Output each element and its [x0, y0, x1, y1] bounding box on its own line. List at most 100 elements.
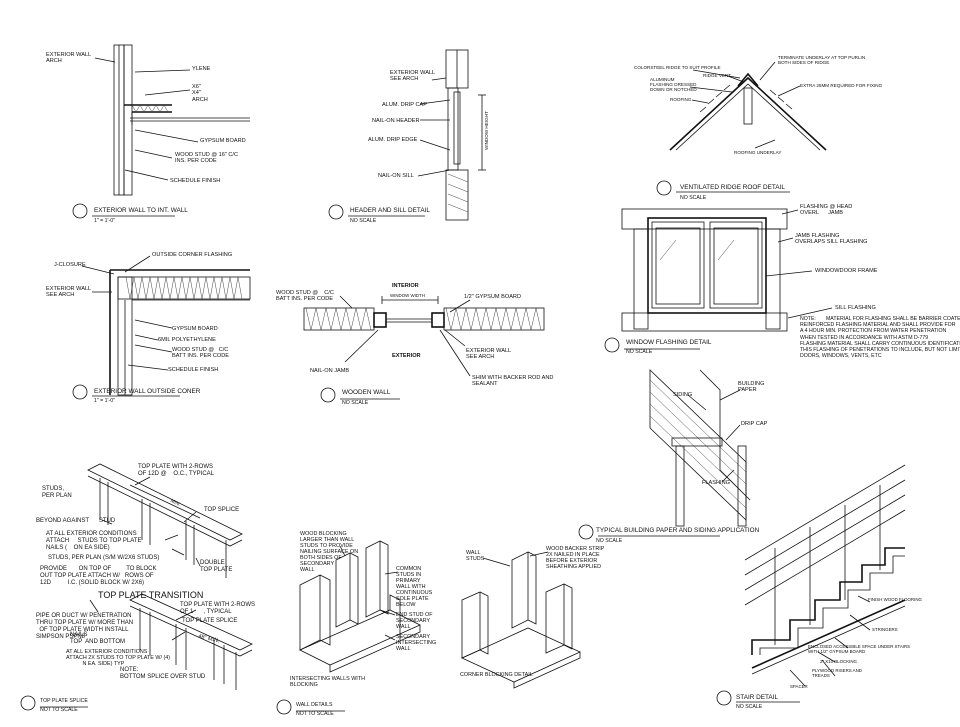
walldet-caption-corner: CORNER BLOCKING DETAIL: [460, 672, 533, 678]
topplate-label-provide: PROVIDE ON TOP OF TO BLOCK OUT TOP PLATE…: [40, 566, 157, 586]
siding-label-paper: BUILDING PAPER: [738, 381, 765, 394]
ext-int-label-gypsum: GYPSUM BOARD: [200, 138, 246, 144]
topplate-label-studs: STUDS, PER PLAN: [42, 486, 72, 499]
topplate-label-top-splice: TOP SPLICE: [204, 507, 240, 513]
ridge-label-underlay: ROOFING UNDERLAY: [734, 150, 782, 155]
wooden-label-stud: WOOD STUD @ C/C BATT INS. PER CODE: [276, 290, 334, 303]
topplate-transition-heading: TOP PLATE TRANSITION: [98, 590, 204, 600]
corner-label-gypsum: GYPSUM BOARD: [172, 326, 218, 332]
topplate-title: TOP PLATE SPLICE: [40, 698, 88, 704]
ext-int-label-exterior-wall: EXTERIOR WALL ARCH: [46, 52, 92, 65]
ridge-label-aluminum: ALUMINUM FLASHING DRESSED DOWN OR NOTCHE…: [650, 77, 697, 92]
ridge-label-colorsteel: COLORSTEEL RIDGE TO SUIT PROFILE: [634, 65, 721, 70]
window-label-jamb: JAMB FLASHING OVERLAPS SILL FLASHING: [795, 233, 868, 246]
topplate-label-ext-cond: AT ALL EXTERIOR CONDITIONS ATTACH STUDS …: [46, 531, 142, 551]
ridge-label-extra: EXTRA 25MM REQUIRED FOR FIXING: [800, 83, 883, 88]
siding-label-flashing: FLASHING: [702, 480, 730, 486]
corner-label-exterior-wall: EXTERIOR WALL SEE ARCH: [46, 286, 92, 299]
stair-scale: NO SCALE: [736, 704, 763, 710]
corner-scale: 1" = 1'-0": [94, 398, 115, 404]
ext-int-label-stud: WOOD STUD @ 16" C/C INS. PER CODE: [175, 152, 238, 165]
header-label-nail-sill: NAIL-ON SILL: [378, 173, 414, 179]
wooden-label-shim: SHIM WITH BACKER ROD AND SEALANT: [472, 375, 554, 388]
header-sill-scale: NO SCALE: [350, 218, 377, 224]
walldet-label-common: COMMON STUDS IN PRIMARY WALL WITH CONTIN…: [396, 566, 433, 608]
ext-int-wall-section: [72, 44, 250, 219]
header-label-exterior-wall: EXTERIOR WALL SEE ARCH: [390, 70, 436, 83]
topplate-label-splice: TOP PLATE SPLICE: [182, 618, 238, 624]
wooden-label-nail-jamb: NAIL-ON JAMB: [310, 368, 350, 374]
stair-label-stringers: STRINGERS: [872, 627, 898, 632]
stair-label-blocking: 2" X10 BLOCKING: [820, 659, 857, 664]
topplate-label-nails: NAILS TOP AND BOTTOM: [70, 632, 126, 645]
ext-int-label-poly: YLENE: [192, 66, 211, 72]
ridge-label-roofing: ROOFING: [670, 97, 692, 102]
header-sill-section: [328, 49, 486, 221]
window-label-frame: WINDOWDOOR FRAME: [815, 268, 878, 274]
corner-label-flashing: OUTSIDE CORNER FLASHING: [152, 252, 233, 258]
stair-label-spacer: SPACER: [790, 684, 808, 689]
walldet-label-blocking: WOOD BLOCKING LARGER THAN WALL STUDS TO …: [300, 531, 359, 573]
ext-int-label-finish: SCHEDULE FINISH: [170, 178, 221, 184]
window-label-head: FLASHING @ HEAD OVERL JAMB: [800, 204, 853, 217]
topplate-label-ext-cond-b: AT ALL EXTERIOR CONDITIONS ATTACH 2X STU…: [66, 649, 171, 668]
topplate-label-beyond: BEYOND AGAINST STUD: [36, 518, 116, 524]
corner-label-poly: 6mil POLYETHYLENE: [158, 337, 216, 343]
siding-scale: NO SCALE: [596, 538, 623, 544]
walldet-label-end-stud: END STUD OF SECONDARY WALL: [396, 612, 433, 630]
walldet-label-backer: WOOD BACKER STRIP 2X NAILED IN PLACE BEF…: [546, 546, 605, 570]
header-label-window-height: WINDOW HEIGHT: [484, 111, 489, 150]
wooden-label-exterior: EXTERIOR: [392, 353, 421, 359]
wooden-scale: NO SCALE: [342, 400, 369, 406]
siding-section: [578, 369, 751, 540]
window-flashing-section: [604, 208, 833, 353]
outside-corner-section: [72, 255, 251, 400]
window-title: WINDOW FLASHING DETAIL: [626, 339, 712, 346]
topplate-label-2rows: TOP PLATE WITH 2-ROWS OF 12d @ O.C., TYP…: [138, 464, 214, 477]
corner-label-stud: WOOD STUD @ C/C BATT INS. PER CODE: [172, 347, 229, 360]
window-note: NOTE: MATERIAL FOR FLASHING SHALL BE BAR…: [800, 316, 960, 360]
corner-title: EXTERIOR WALL OUTSIDE CONER: [94, 388, 201, 395]
ridge-label-vent: RIDGE VENT: [703, 73, 732, 78]
ridge-section: [656, 61, 827, 196]
wall-details-section: [276, 540, 581, 715]
siding-label-drip: DRIP CAP: [741, 421, 768, 427]
topplate-label-pipe: PIPE OR DUCT w/ PENETRATION THRU TOP PLA…: [36, 613, 134, 640]
wooden-title: WOODEN WALL: [342, 389, 391, 396]
ext-int-label-sizes: x6" x4" ARCH: [192, 84, 208, 103]
stair-label-enclosed: ENCLOSED ACCESSIBLE SPACE UNDER STAIRS W…: [808, 644, 911, 654]
ridge-label-terminate: TERMINATE UNDERLAY AT TOP PURLIN BOTH SI…: [778, 55, 866, 65]
ridge-title: VENTILATED RIDGE ROOF DETAIL: [680, 184, 785, 191]
header-sill-title: HEADER AND SILL DETAIL: [350, 207, 430, 214]
ext-int-title: EXTERIOR WALL TO INT. WALL: [94, 207, 188, 214]
wooden-label-exterior-wall: EXTERIOR WALL SEE ARCH: [466, 348, 512, 361]
corner-label-finish: SCHEDULE FINISH: [168, 367, 219, 373]
wooden-wall-section: [303, 295, 545, 403]
stair-title: STAIR DETAIL: [736, 694, 779, 701]
window-label-sill: SILL FLASHING: [835, 305, 876, 311]
window-scale: NO SCALE: [626, 349, 653, 355]
header-label-nail-header: NAIL-ON HEADER: [372, 118, 420, 124]
topplate-label-2rows-b: TOP PLATE WITH 2-ROWS OF 1 , TYPICAL: [180, 602, 256, 615]
corner-label-jclosure: J-CLOSURE: [54, 262, 86, 268]
wooden-label-gypsum: 1/2" GYPSUM BOARD: [464, 294, 522, 300]
ridge-scale: NO SCALE: [680, 195, 707, 201]
wooden-label-interior: INTERIOR: [392, 283, 419, 289]
top-plate-section: [20, 463, 253, 711]
topplate-label-double: DOUBLE TOP PLATE: [200, 560, 233, 573]
walldet-label-secondary: SECONDARY INTERSECTING WALL: [396, 634, 437, 652]
wooden-label-window-width: WINDOW WIDTH: [390, 293, 425, 298]
stair-label-plywood: PLYWOOD RISERS AND TREADS: [812, 668, 862, 678]
stair-label-flooring: FINISH WOOD FLOORING: [868, 597, 922, 602]
header-label-drip-edge: ALUM. DRIP EDGE: [368, 137, 418, 143]
header-label-drip-cap: ALUM. DRIP CAP: [382, 102, 427, 108]
siding-title: TYPICAL BUILDING PAPER AND SIDING APPLIC…: [596, 527, 760, 534]
topplate-label-studs-plan: STUDS, PER PLAN (S/M w/2x6 STUDS): [48, 555, 160, 561]
stair-section: [716, 464, 906, 706]
ext-int-scale: 1" = 1'-0": [94, 218, 115, 224]
topplate-label-note: NOTE: BOTTOM SPLICE OVER STUD: [120, 667, 206, 680]
topplate-scale: NOT TO SCALE: [40, 707, 78, 713]
walldet-title: WALL DETAILS: [296, 702, 333, 708]
